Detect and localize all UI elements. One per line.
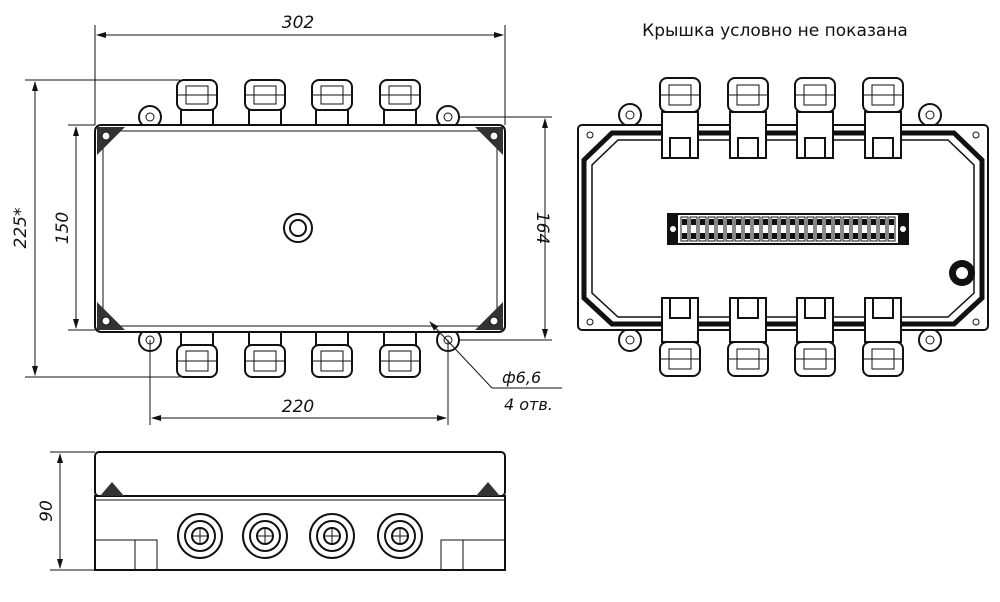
cable-glands-top-open <box>659 77 904 159</box>
terminal-block <box>667 213 909 245</box>
cover-note: Крышка условно не показана <box>642 21 908 41</box>
corner-screws-front <box>97 127 503 330</box>
dimension-top-width: 302 <box>94 13 506 125</box>
terminal-cell <box>734 216 743 242</box>
terminal-cell <box>770 216 779 242</box>
cable-glands-bottom-front <box>176 331 421 378</box>
cable-glands-bottom-open <box>659 297 904 377</box>
terminal-cell <box>680 216 689 242</box>
hole-callout: ф6,6 4 отв. <box>429 321 562 414</box>
dim-150-label: 150 <box>53 212 73 244</box>
side-base <box>94 495 506 571</box>
terminal-cell <box>797 216 806 242</box>
dimension-side-height: 90 <box>37 451 95 571</box>
side-glands <box>177 513 423 559</box>
terminal-cell <box>860 216 869 242</box>
side-view <box>94 451 506 571</box>
center-plug-icon <box>283 213 313 243</box>
ground-screw-icon <box>949 260 975 286</box>
terminal-cell <box>761 216 770 242</box>
terminal-cell <box>725 216 734 242</box>
dimension-overall-height: 225* <box>11 79 180 378</box>
dimension-right-height: 164 <box>460 116 552 341</box>
hole-count-label: 4 отв. <box>504 395 553 414</box>
terminal-cell <box>698 216 707 242</box>
terminal-cell <box>689 216 698 242</box>
hole-diameter-label: ф6,6 <box>502 368 541 387</box>
dimension-body-height: 150 <box>53 124 95 331</box>
open-view <box>577 77 989 377</box>
terminal-cell <box>851 216 860 242</box>
terminal-cell <box>887 216 896 242</box>
terminal-cell <box>806 216 815 242</box>
dim-90-label: 90 <box>37 500 57 522</box>
terminal-cell <box>842 216 851 242</box>
dim-302-label: 302 <box>282 13 314 33</box>
dimension-hole-spacing: 220 <box>149 340 449 425</box>
terminal-cell <box>743 216 752 242</box>
terminal-cell <box>716 216 725 242</box>
side-lid <box>94 451 506 497</box>
terminal-cell <box>878 216 887 242</box>
terminal-cell <box>824 216 833 242</box>
terminal-cell <box>869 216 878 242</box>
terminal-cell <box>788 216 797 242</box>
gasket <box>581 130 985 327</box>
terminal-cell <box>707 216 716 242</box>
dim-225-label: 225* <box>11 208 31 249</box>
front-view <box>94 79 506 378</box>
cable-glands-top-front <box>176 79 421 126</box>
box-body-front <box>94 124 506 333</box>
terminal-cell <box>779 216 788 242</box>
dim-164-label: 164 <box>532 212 552 244</box>
terminal-cell <box>833 216 842 242</box>
terminal-cell <box>752 216 761 242</box>
terminal-cell <box>815 216 824 242</box>
dim-220-label: 220 <box>282 397 314 417</box>
